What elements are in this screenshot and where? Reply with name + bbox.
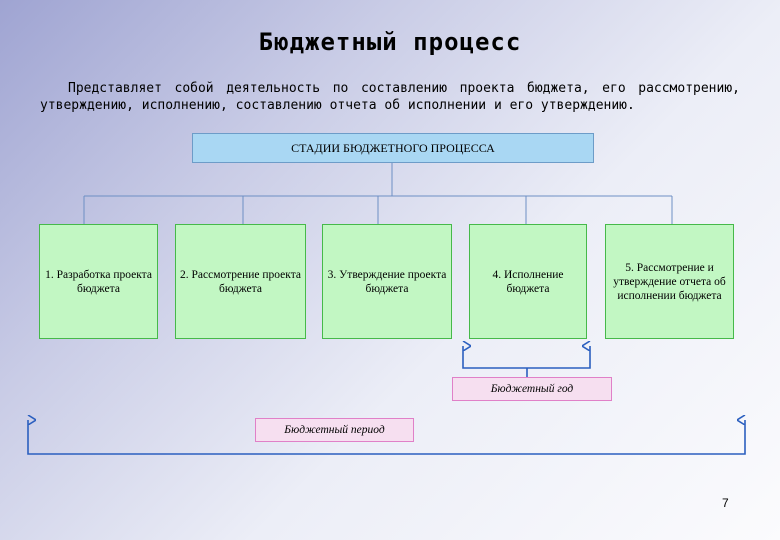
stage-1-box: 1. Разработка проекта бюджета: [39, 224, 158, 339]
stage-5-label: 5. Рассмотрение и утверждение отчета об …: [613, 261, 726, 302]
stage-4-box: 4. Исполнение бюджета: [469, 224, 587, 339]
stage-5-box: 5. Рассмотрение и утверждение отчета об …: [605, 224, 734, 339]
description-text: Представляет собой деятельность по соста…: [40, 81, 740, 113]
budget-period-label: Бюджетный период: [255, 418, 414, 442]
stage-3-label: 3. Утверждение проекта бюджета: [327, 268, 447, 295]
slide-title: Бюджетный процесс: [258, 28, 522, 56]
stage-3-box: 3. Утверждение проекта бюджета: [322, 224, 452, 339]
stage-1-label: 1. Разработка проекта бюджета: [45, 268, 152, 295]
stages-header: СТАДИИ БЮДЖЕТНОГО ПРОЦЕССА: [192, 133, 594, 163]
stage-4-label: 4. Исполнение бюджета: [492, 268, 564, 295]
page-number: 7: [722, 496, 729, 510]
budget-year-label: Бюджетный год: [452, 377, 612, 401]
stage-2-label: 2. Рассмотрение проекта бюджета: [180, 268, 301, 295]
stage-2-box: 2. Рассмотрение проекта бюджета: [175, 224, 306, 339]
